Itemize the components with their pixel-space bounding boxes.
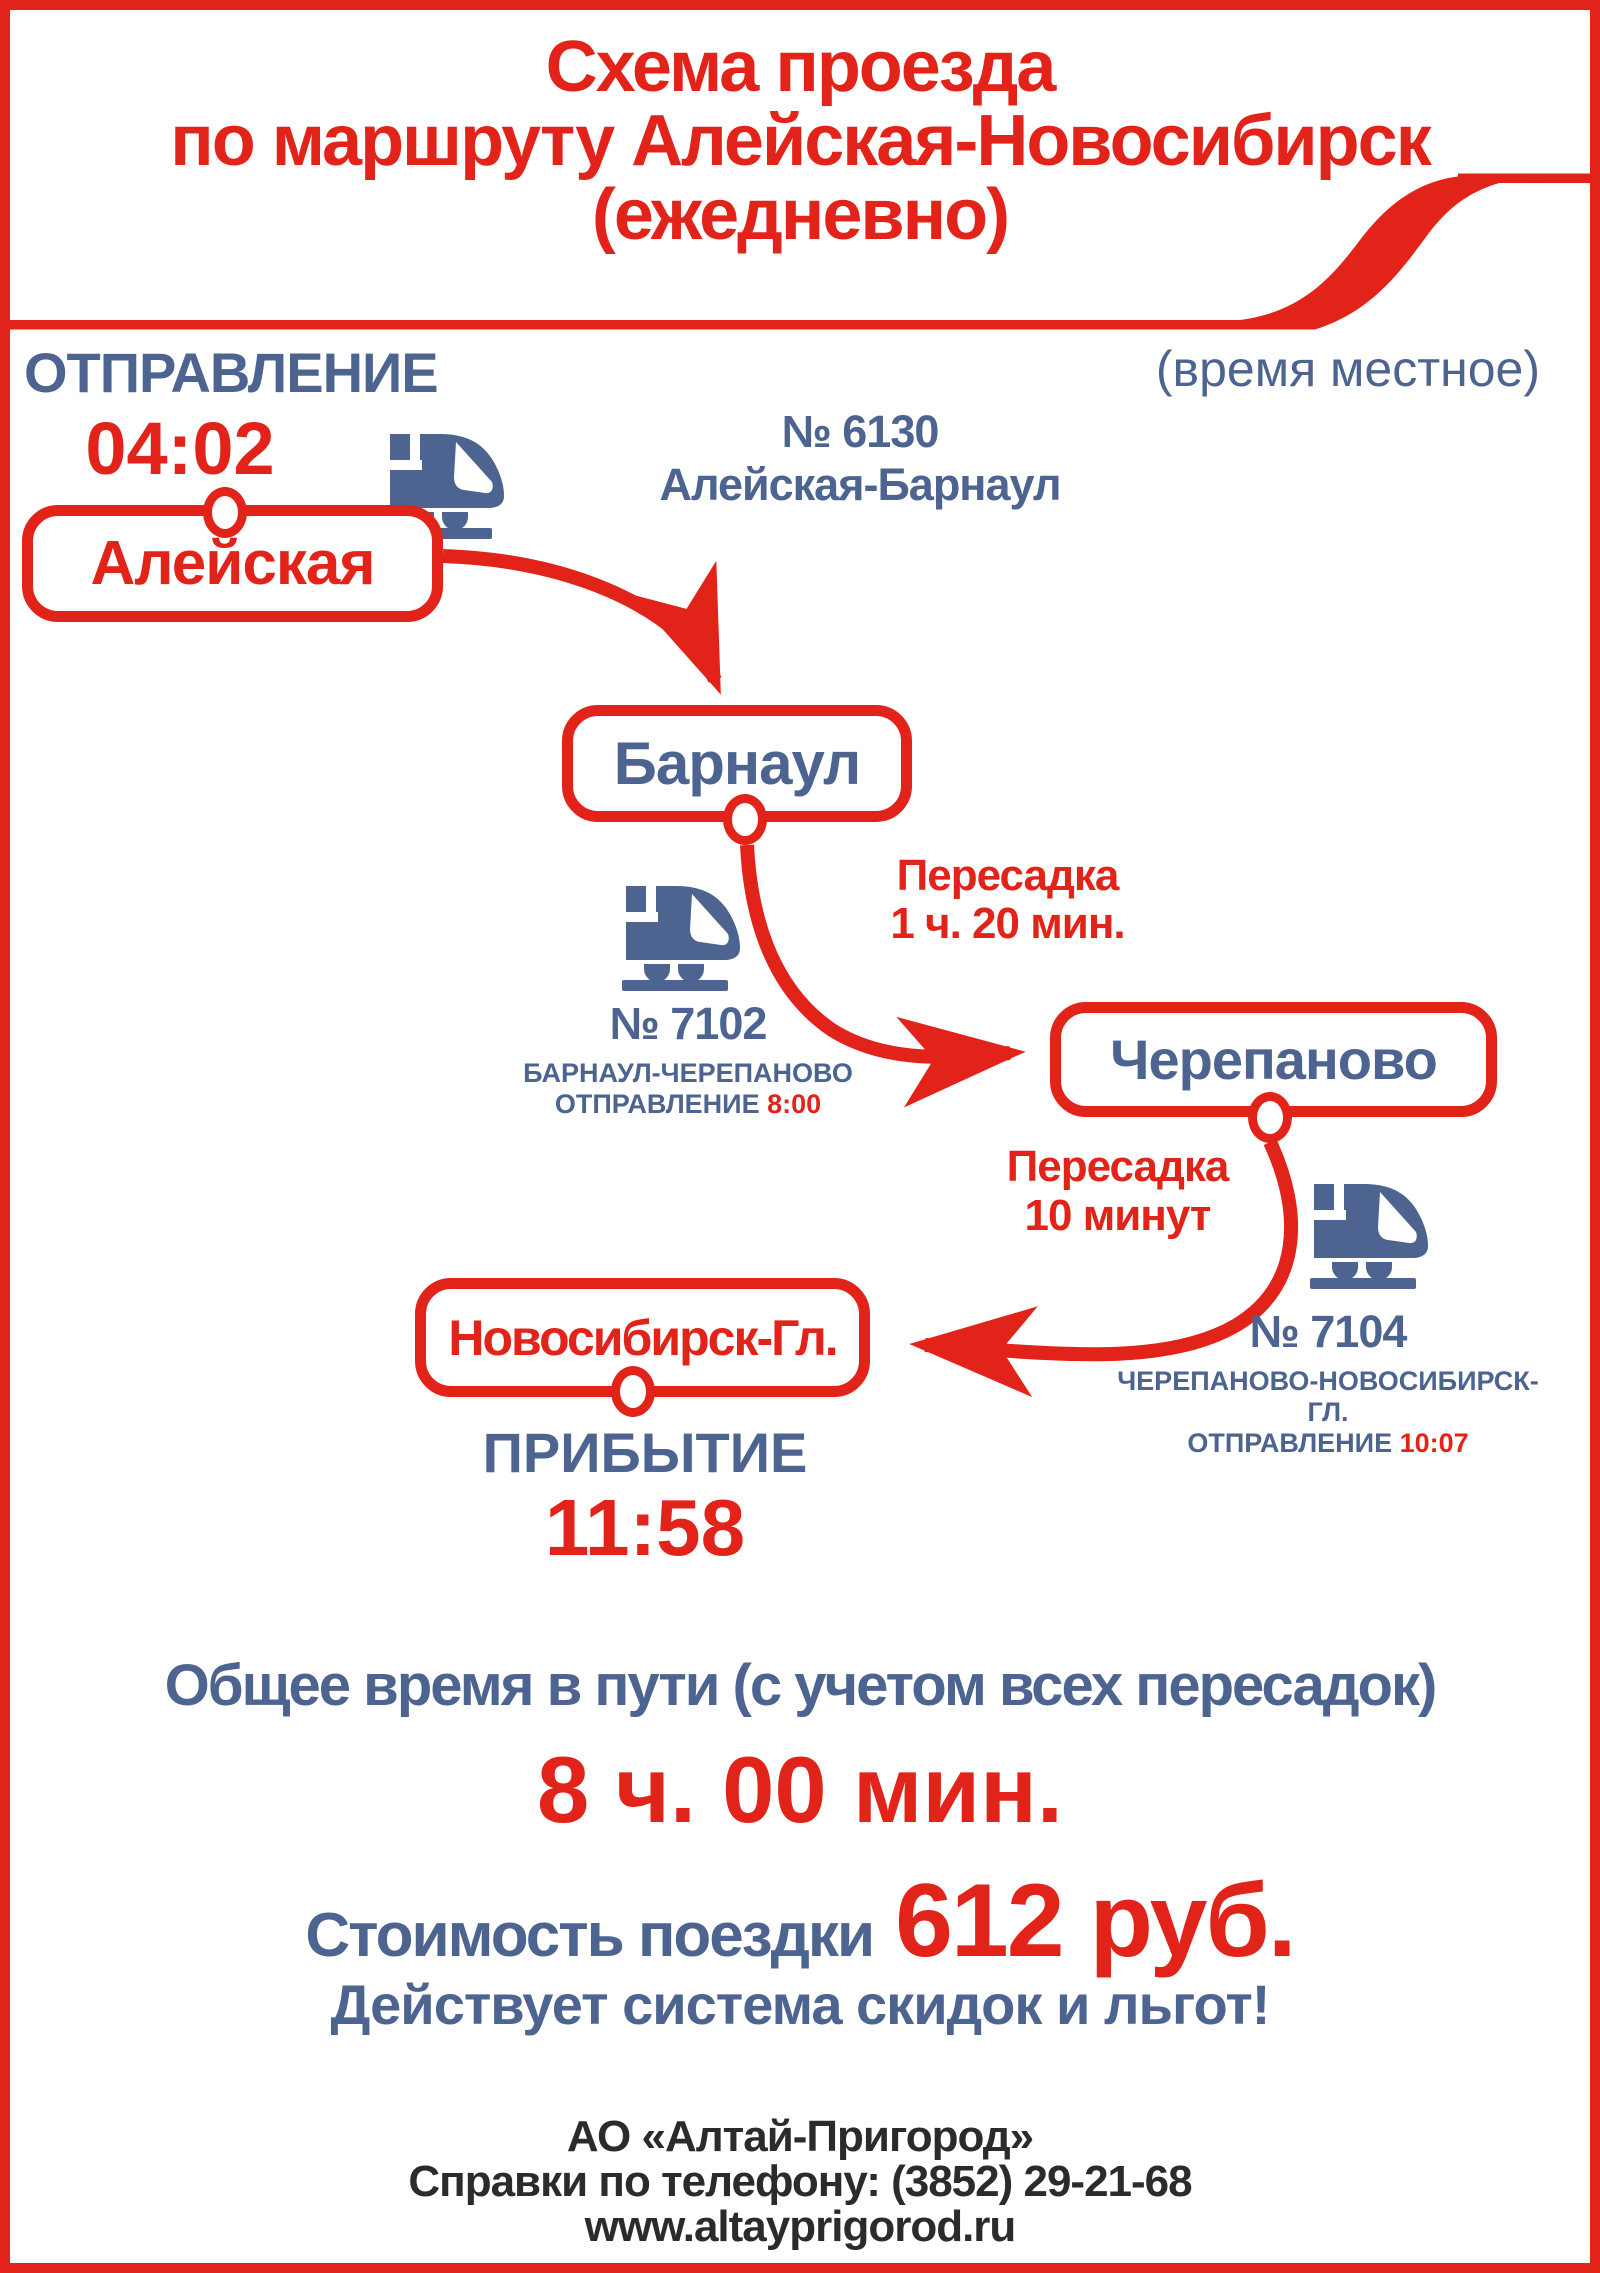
station-dot <box>1248 1092 1292 1143</box>
train-departure-time: 8:00 <box>767 1089 822 1119</box>
train-departure-label: ОТПРАВЛЕНИЕ <box>1187 1428 1400 1458</box>
train-route: БАРНАУЛ-ЧЕРЕПАНОВО <box>523 1058 853 1088</box>
train-icon <box>1310 1184 1428 1289</box>
company-name: АО «Алтай-Пригород» <box>566 2112 1034 2161</box>
train-route: Алейская-Барнаул <box>659 459 1061 510</box>
price-value: 612 руб. <box>895 1863 1297 1979</box>
train-info-7102: № 7102 БАРНАУЛ-ЧЕРЕПАНОВО ОТПРАВЛЕНИЕ 8:… <box>463 998 913 1120</box>
price-row: Стоимость поездки 612 руб. <box>20 1862 1580 1981</box>
train-number: № 7104 <box>1249 1306 1408 1357</box>
departure-time: 04:02 <box>85 407 275 490</box>
station-name: Барнаул <box>613 730 861 797</box>
station-name: Новосибирск-Гл. <box>448 1309 838 1366</box>
transfer-label: Пересадка <box>1006 1142 1230 1191</box>
train-departure: ОТПРАВЛЕНИЕ 8:00 <box>463 1089 913 1120</box>
transfer-note-2: Пересадка 10 минут <box>955 1142 1280 1240</box>
station-name: Алейская <box>90 529 375 598</box>
train-number: № 6130 <box>781 406 940 457</box>
total-travel-time-value: 8 ч. 00 мин. <box>536 1737 1064 1842</box>
poster-title: Схема проезда по маршруту Алейская-Новос… <box>20 30 1580 252</box>
total-travel-time-label: Общее время в пути (с учетом всех переса… <box>164 1653 1438 1718</box>
route-arrow-leg3 <box>909 1139 1299 1398</box>
header-ribbon-swoosh <box>8 173 1594 330</box>
station-dot <box>611 1366 655 1417</box>
train-departure-time: 10:07 <box>1399 1428 1469 1458</box>
footer: АО «Алтай-Пригород» Справки по телефону:… <box>20 2114 1580 2249</box>
local-time-note: (время местное) <box>1155 341 1540 397</box>
transfer-duration: 10 минут <box>1024 1191 1212 1240</box>
price-label: Стоимость поездки <box>305 1901 875 1970</box>
title-line-2: по маршруту Алейская-Новосибирск <box>170 101 1432 181</box>
route-arrow-leg2 <box>740 844 1026 1108</box>
train-route: ЧЕРЕПАНОВО-НОВОСИБИРСК-ГЛ. <box>1117 1366 1539 1427</box>
route-arrow-leg1 <box>442 549 722 695</box>
discount-note: Действует система скидок и льгот! <box>330 1973 1271 2036</box>
train-icon <box>622 886 740 991</box>
train-info-7104: № 7104 ЧЕРЕПАНОВО-НОВОСИБИРСК-ГЛ. ОТПРАВ… <box>1103 1306 1553 1459</box>
website: www.altayprigorod.ru <box>584 2202 1017 2251</box>
transfer-note-1: Пересадка 1 ч. 20 мин. <box>840 852 1175 948</box>
station-name: Черепаново <box>1110 1028 1438 1091</box>
arrival-heading: ПРИБЫТИЕ <box>482 1421 808 1484</box>
title-line-1: Схема проезда <box>545 27 1057 107</box>
title-line-3: (ежедневно) <box>591 175 1010 255</box>
transfer-duration: 1 ч. 20 мин. <box>890 899 1125 948</box>
arrival-time: 11:58 <box>544 1483 746 1572</box>
transfer-label: Пересадка <box>896 851 1120 900</box>
train-info-6130: № 6130 Алейская-Барнаул <box>610 406 1110 511</box>
train-departure: ОТПРАВЛЕНИЕ 10:07 <box>1103 1428 1553 1459</box>
train-departure-label: ОТПРАВЛЕНИЕ <box>554 1089 768 1119</box>
phone-line: Справки по телефону: (3852) 29-21-68 <box>408 2157 1192 2206</box>
departure-heading: ОТПРАВЛЕНИЕ <box>24 341 439 404</box>
station-dot <box>203 487 247 538</box>
station-dot <box>723 794 767 845</box>
train-number: № 7102 <box>609 998 768 1049</box>
